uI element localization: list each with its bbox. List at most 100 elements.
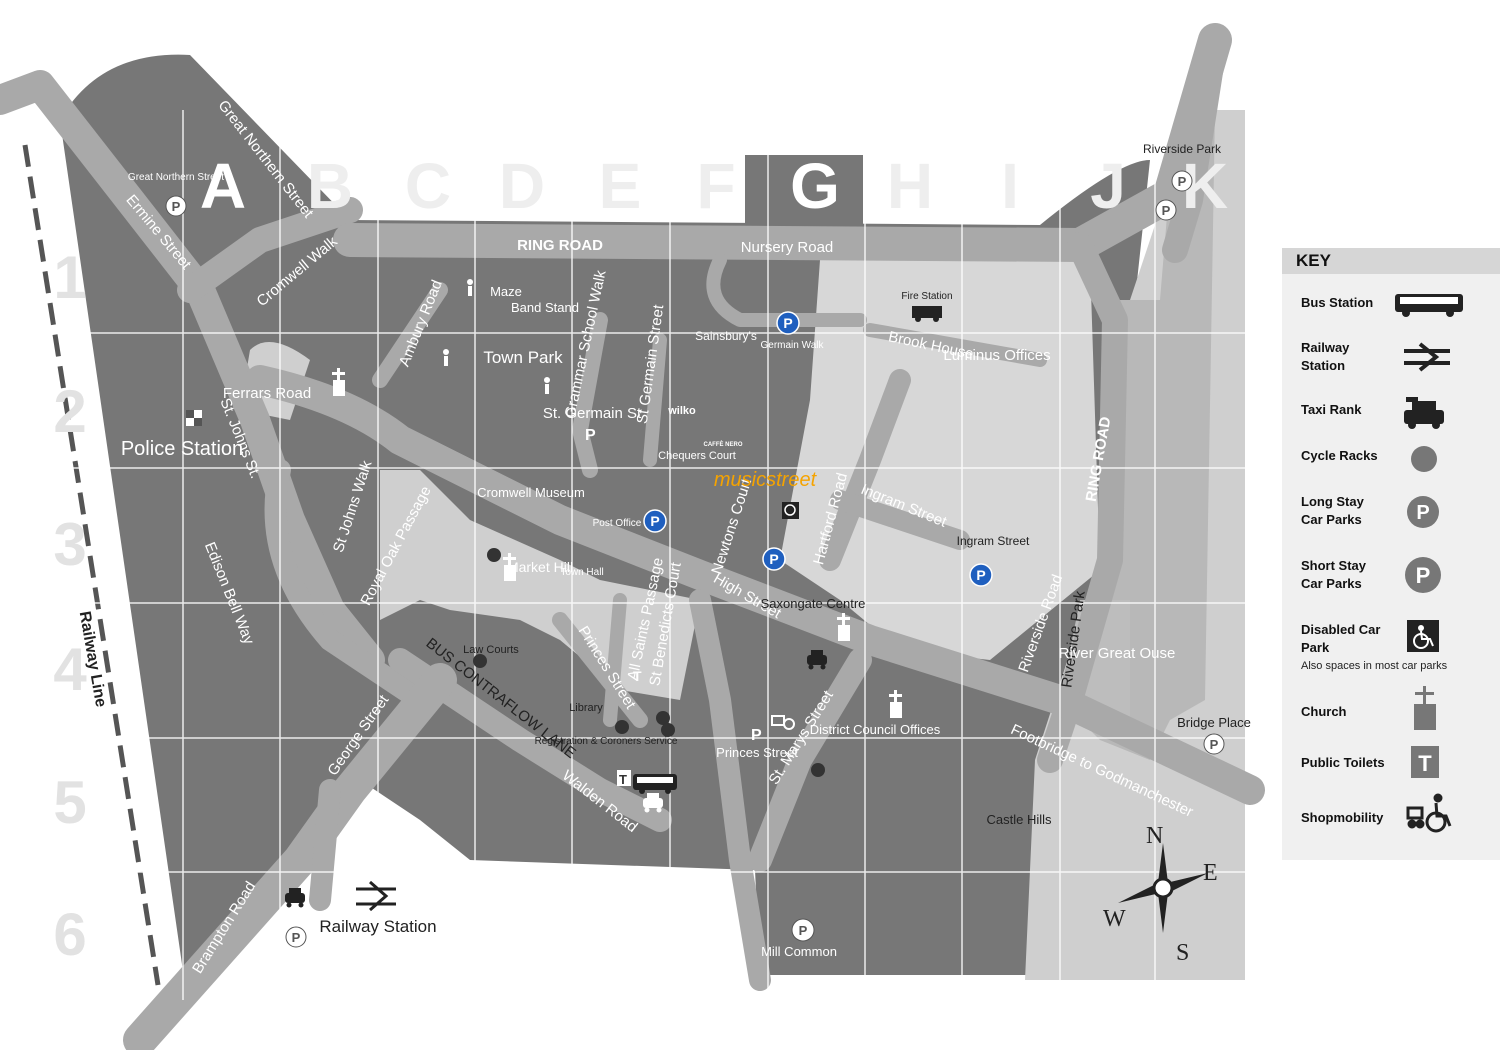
post-office-label: Post Office — [593, 518, 642, 529]
river-label: River Great Ouse — [1059, 645, 1176, 662]
key-label-church: Church — [1301, 704, 1347, 719]
taxi-icon — [807, 650, 827, 670]
grid — [30, 110, 1250, 1000]
district-council-label: District Council Offices — [810, 722, 941, 737]
svg-text:P: P — [1416, 563, 1431, 588]
cycle-rack-icon — [1410, 445, 1438, 478]
princes-street-car-park-label: Princes Street — [716, 745, 798, 760]
map-key: KEY Bus Station Railway Station Taxi Ran… — [1282, 248, 1500, 860]
railway-line — [22, 144, 161, 986]
pedestrian-icon — [443, 349, 449, 366]
grid-letter-j: J — [1090, 150, 1126, 222]
svg-text:P: P — [1416, 502, 1429, 524]
saxongate-centre-label: Saxongate Centre — [761, 596, 866, 611]
svg-text:P: P — [783, 315, 792, 331]
germain-walk-label: Germain Walk — [761, 340, 825, 351]
compass-north: N — [1146, 823, 1163, 849]
railway-icon — [356, 880, 396, 912]
maze-label: Maze — [490, 284, 522, 299]
fire-engine-icon — [912, 306, 942, 322]
short-stay-parking-icon — [643, 509, 667, 533]
st-germain-st-label: St. Germain St — [543, 405, 642, 422]
mill-common-label: Mill Common — [761, 944, 837, 959]
parking-marker: P — [751, 727, 762, 744]
grid-number-5: 5 — [53, 769, 86, 836]
law-courts-label: Law Courts — [463, 644, 519, 656]
shopmobility-icon — [1406, 792, 1452, 839]
compass-west: W — [1103, 906, 1126, 932]
key-note: Also spaces in most car parks — [1301, 660, 1448, 672]
grid-letter-c: C — [405, 150, 451, 222]
caffe-nero-logo: CAFFÈ NERO — [704, 440, 743, 448]
compass-east: E — [1203, 860, 1218, 886]
shopmobility-icon — [771, 715, 795, 730]
cycle-rack-icon — [661, 723, 675, 737]
long-stay-parking-icon — [791, 918, 815, 942]
grid-number-3: 3 — [53, 511, 86, 578]
grid-number-6: 6 — [53, 901, 86, 968]
key-label-bus-station: Bus Station — [1301, 295, 1374, 310]
key-label-short-stay: Short Stay Car Parks — [1301, 558, 1367, 591]
pedestrian-icon — [544, 377, 550, 394]
long-stay-parking-icon: P — [1406, 495, 1440, 534]
grid-letter-a: A — [200, 150, 246, 222]
church-icon — [889, 690, 902, 718]
ingram-street-car-park-label: Ingram Street — [957, 534, 1030, 548]
svg-text:P: P — [769, 551, 778, 567]
svg-text:P: P — [650, 513, 659, 529]
key-label-public-toilets: Public Toilets — [1301, 755, 1385, 770]
chequers-court-label: Chequers Court — [658, 450, 736, 462]
grid-letter-e: E — [599, 150, 642, 222]
railway-station-label: Railway Station — [319, 917, 436, 936]
grid-number-1: 1 — [53, 244, 86, 311]
cycle-rack-icon — [811, 763, 825, 777]
registration-label: Registration & Coroners Service — [535, 736, 678, 747]
church-icon — [837, 613, 850, 641]
svg-text:P: P — [292, 930, 301, 945]
taxi-icon — [643, 793, 663, 813]
ring-road-label: RING ROAD — [517, 237, 603, 254]
grid-column-labels: A B C D E F G H I J K — [200, 150, 1228, 222]
grid-letter-d: D — [499, 150, 545, 222]
long-stay-parking-icon — [165, 195, 187, 217]
svg-text:P: P — [799, 923, 808, 938]
long-stay-parking-icon — [1155, 199, 1177, 221]
grid-letter-h: H — [887, 150, 933, 222]
pedestrian-icon — [467, 279, 473, 296]
svg-text:T: T — [619, 772, 627, 787]
sainsburys-label: Sainsbury's — [695, 329, 757, 343]
road-network — [0, 23, 1265, 1050]
riverside-park-label: Riverside Park — [1143, 142, 1222, 156]
long-stay-parking-icon — [1203, 733, 1225, 755]
svg-text:T: T — [633, 668, 642, 684]
svg-text:P: P — [1162, 203, 1171, 218]
cycle-rack-icon — [473, 654, 487, 668]
short-stay-parking-icon — [776, 311, 800, 335]
musicstreet-logo: musicstreet — [714, 469, 818, 491]
nursery-road-label: Nursery Road — [741, 239, 834, 256]
svg-text:P: P — [1178, 174, 1187, 189]
svg-text:P: P — [976, 567, 985, 583]
police-icon — [186, 410, 202, 426]
fire-station-label: Fire Station — [901, 291, 952, 302]
cycle-rack-icon — [487, 548, 501, 562]
grid-letter-g: G — [790, 150, 840, 222]
bridge-place-label: Bridge Place — [1177, 715, 1251, 730]
toilets-icon: T — [1410, 745, 1440, 784]
castle-hills-label: Castle Hills — [986, 812, 1052, 827]
toilets-icon: T — [617, 770, 631, 787]
short-stay-parking-icon: P — [1404, 556, 1442, 599]
ferrars-road-label: Ferrars Road — [223, 385, 311, 402]
church-icon — [1410, 684, 1440, 737]
grid-number-4: 4 — [53, 636, 87, 703]
grid-letter-f: F — [696, 150, 735, 222]
key-label-cycle-racks: Cycle Racks — [1301, 448, 1378, 463]
long-stay-parking-icon — [285, 926, 307, 948]
toilets-icon: T — [633, 668, 642, 684]
short-stay-parking-icon — [762, 547, 786, 571]
cromwell-museum-label: Cromwell Museum — [477, 485, 585, 500]
police-station-label: Police Station — [121, 438, 243, 460]
short-stay-parking-icon — [969, 563, 993, 587]
